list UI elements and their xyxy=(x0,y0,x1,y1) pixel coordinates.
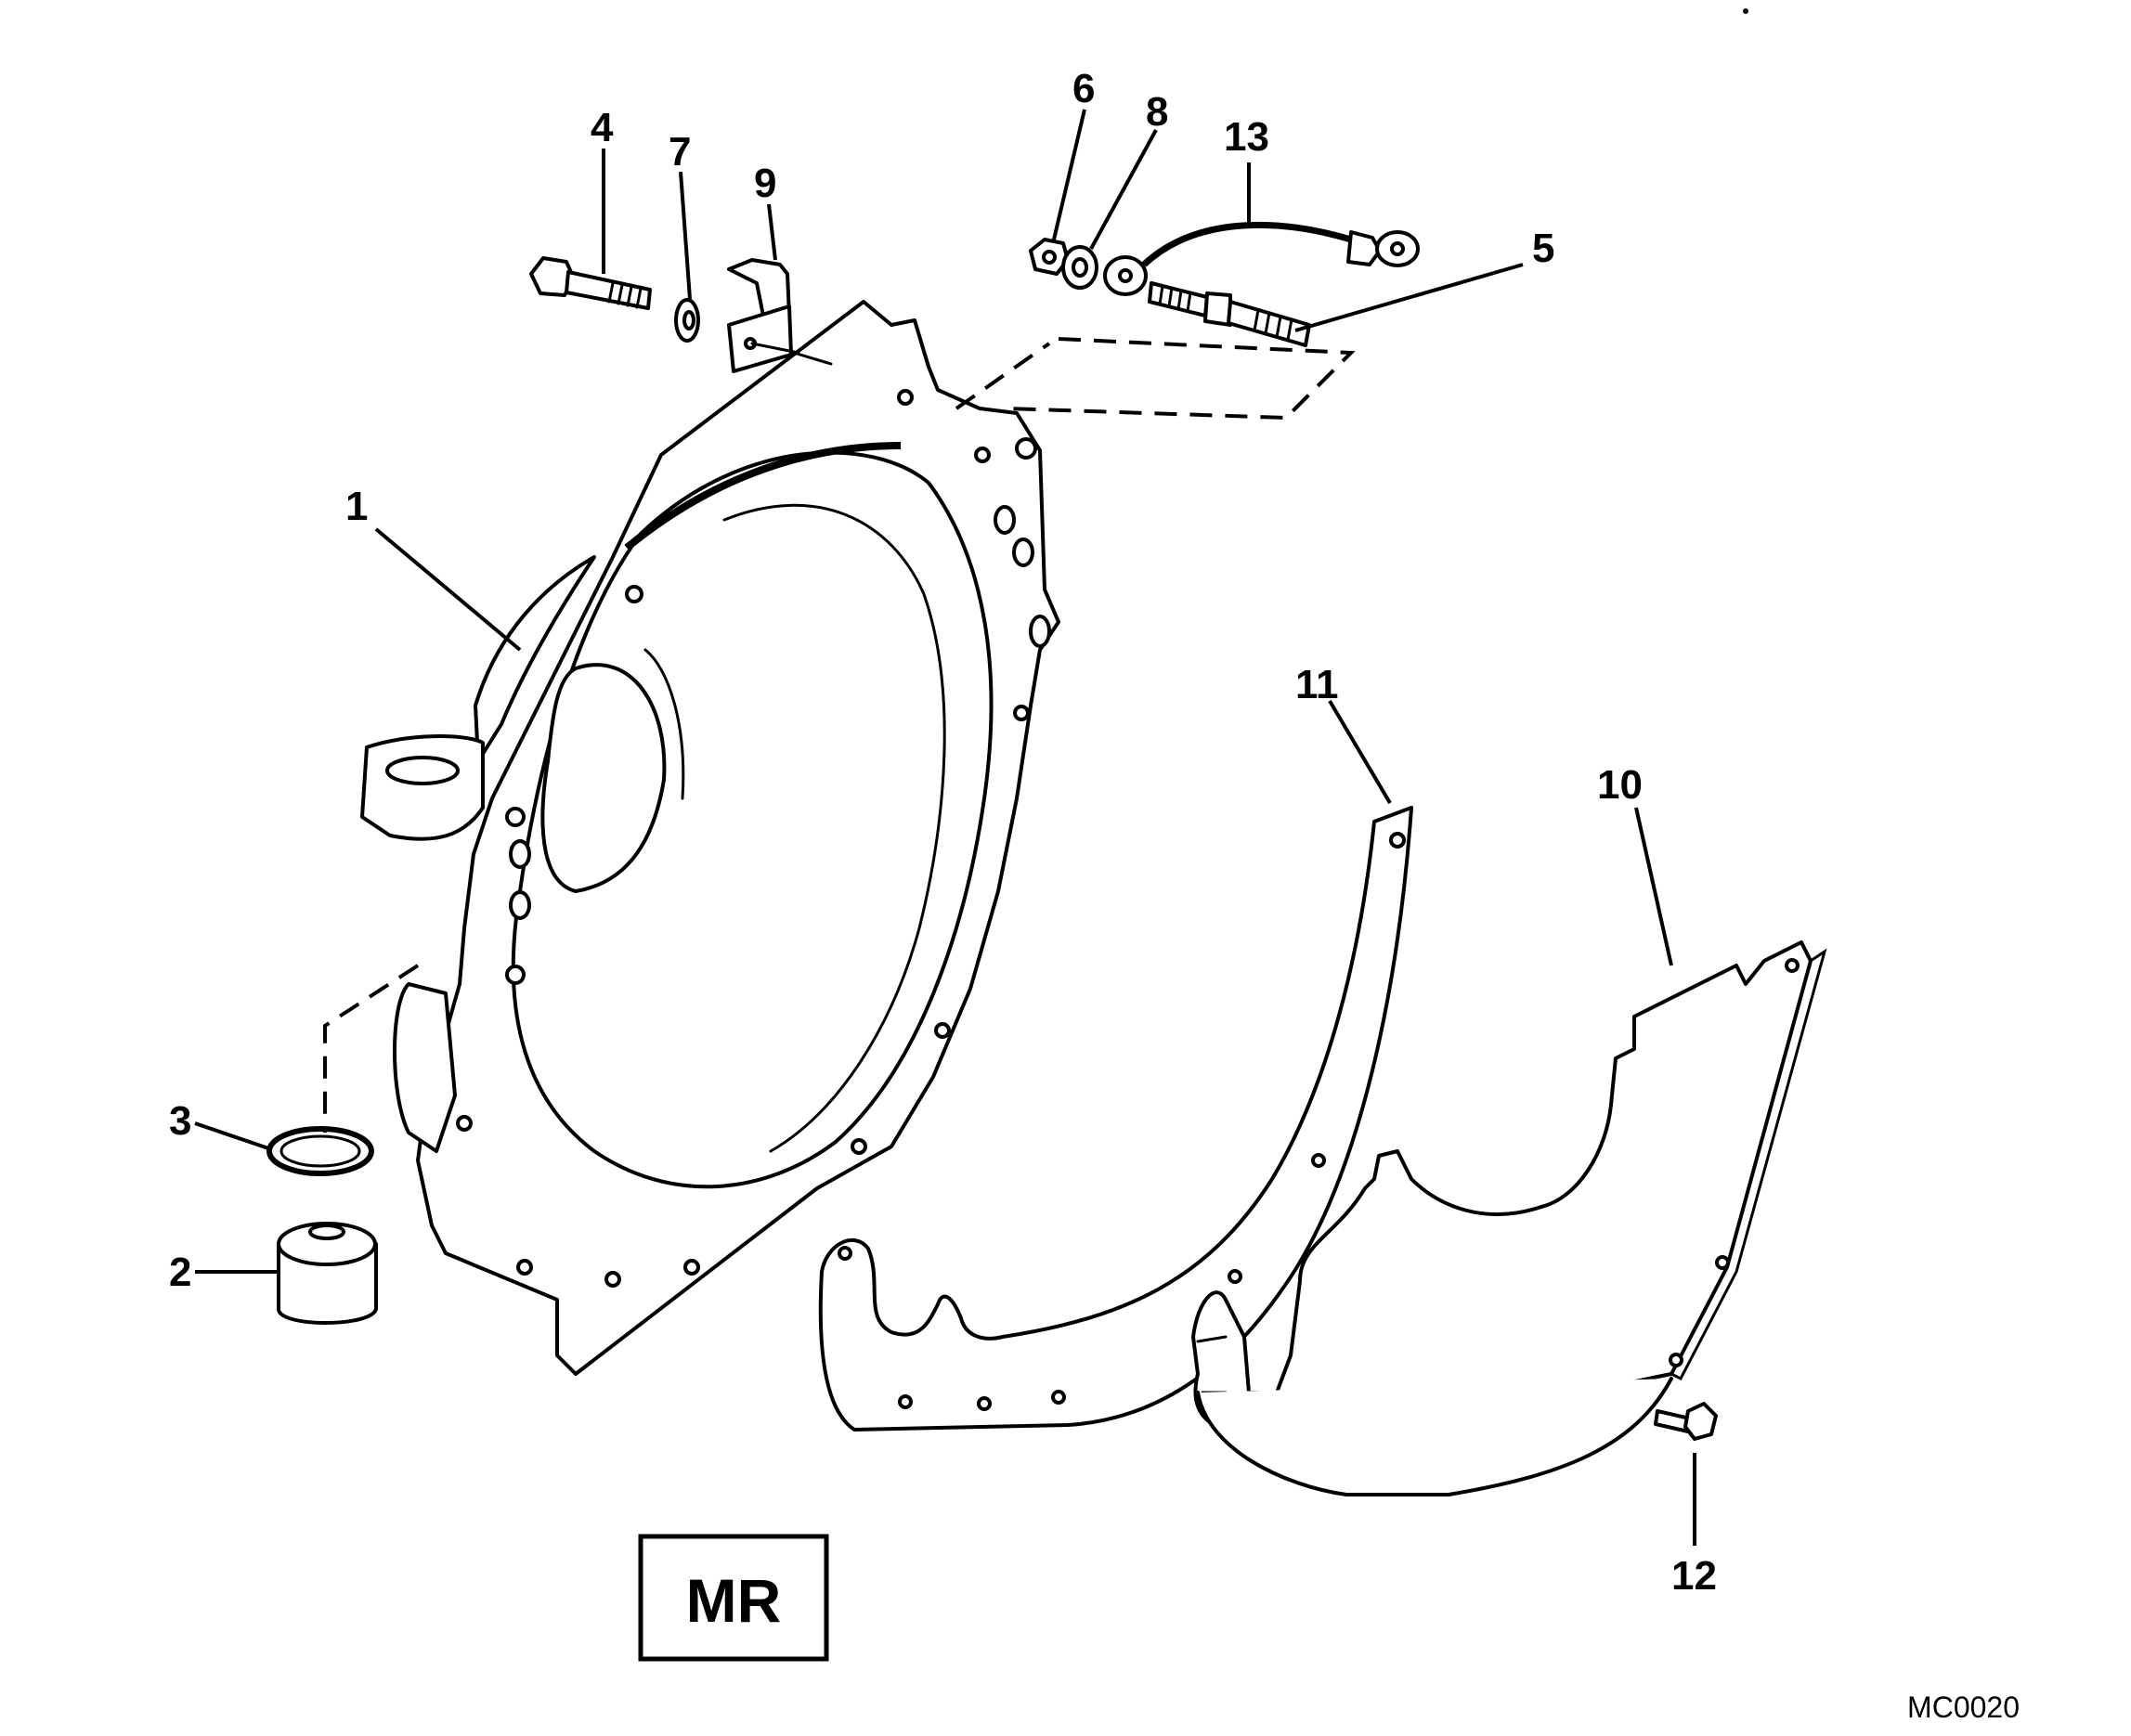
leader-7 xyxy=(679,171,692,300)
hex-bolt xyxy=(529,256,652,310)
callout-6: 6 xyxy=(1072,66,1095,111)
speck-dot xyxy=(1743,8,1748,14)
callout-11: 11 xyxy=(1295,662,1339,707)
callout-10: 10 xyxy=(1597,762,1643,808)
leader-6 xyxy=(1052,109,1086,240)
flywheel-housing xyxy=(360,300,1060,1376)
sleeve-bushing xyxy=(277,1222,378,1325)
housing-bolt-holes xyxy=(456,389,1051,1288)
ground-strap xyxy=(1103,221,1420,296)
callout-3: 3 xyxy=(169,1098,191,1144)
leader-8 xyxy=(1089,129,1158,250)
cover-plate xyxy=(818,806,1413,1432)
dashed-alignment-left xyxy=(323,964,420,1133)
callout-8: 8 xyxy=(1146,89,1168,135)
callout-7: 7 xyxy=(669,129,691,175)
leader-10 xyxy=(1634,807,1673,966)
callout-5: 5 xyxy=(1532,226,1554,271)
callout-1: 1 xyxy=(345,484,368,529)
leader-1 xyxy=(374,527,522,652)
inspection-cover-lower xyxy=(1196,1377,1673,1496)
callout-9: 9 xyxy=(754,161,776,206)
leader-5 xyxy=(1294,263,1524,332)
callout-2: 2 xyxy=(169,1250,191,1295)
leader-9 xyxy=(767,203,777,261)
lock-washer xyxy=(674,298,700,343)
cover-bolt xyxy=(1654,1402,1718,1441)
dashed-alignment-top xyxy=(955,337,1356,421)
leader-3 xyxy=(194,1121,272,1151)
flat-washer xyxy=(1061,245,1098,290)
leader-11 xyxy=(1328,699,1392,805)
sealing-ring xyxy=(266,1126,374,1176)
model-badge: MR xyxy=(638,1534,829,1662)
callout-12: 12 xyxy=(1671,1553,1717,1599)
callout-4: 4 xyxy=(591,105,614,150)
threaded-stud xyxy=(1148,281,1311,347)
bracket-clip xyxy=(727,258,833,373)
callout-13: 13 xyxy=(1224,114,1269,160)
model-badge-label: MR xyxy=(686,1566,782,1635)
figure-code: MC0020 xyxy=(1907,1691,2020,1724)
